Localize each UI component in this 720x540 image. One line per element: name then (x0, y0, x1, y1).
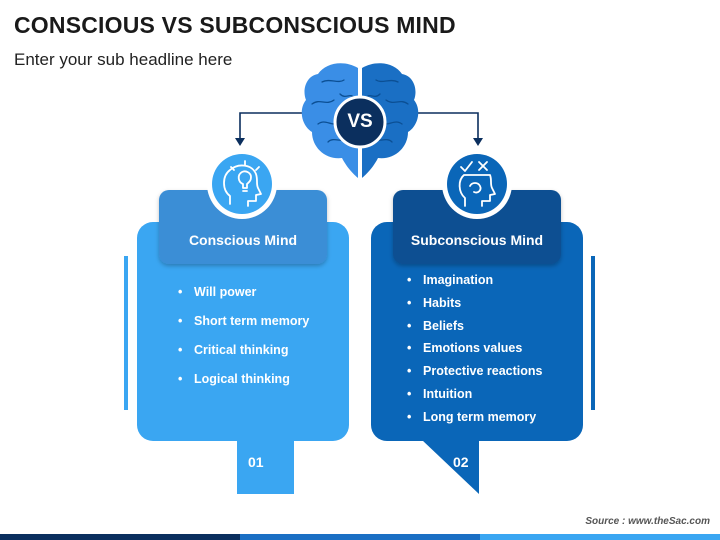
list-item: Beliefs (407, 319, 577, 342)
list-item: Critical thinking (178, 343, 343, 372)
list-item: Protective reactions (407, 364, 577, 387)
right-card-accent (591, 256, 595, 410)
page-subtitle: Enter your sub headline here (14, 50, 233, 69)
right-card-number: 02 (453, 454, 469, 470)
list-item: Imagination (407, 273, 577, 296)
right-card-list: Imagination Habits Beliefs Emotions valu… (407, 273, 577, 433)
left-card-tab-notch (237, 440, 294, 494)
bottom-band-dark (0, 534, 240, 540)
bottom-band-light (480, 534, 720, 540)
list-item: Will power (178, 285, 343, 314)
bottom-band-mid (240, 534, 480, 540)
left-card-accent (124, 256, 128, 410)
page-title: CONSCIOUS VS SUBCONSCIOUS MIND (14, 12, 456, 38)
right-card-tab (422, 440, 479, 494)
list-item: Emotions values (407, 341, 577, 364)
list-item: Long term memory (407, 410, 577, 433)
list-item: Habits (407, 296, 577, 319)
list-item: Intuition (407, 387, 577, 410)
left-card-header (159, 190, 327, 264)
list-item: Logical thinking (178, 372, 343, 401)
left-card-title: Conscious Mind (188, 232, 298, 248)
list-item: Short term memory (178, 314, 343, 343)
connector-right (416, 112, 479, 140)
head-check-cross-icon (458, 161, 496, 207)
connector-right-arrow (473, 138, 483, 146)
left-card-number: 01 (248, 454, 264, 470)
connector-left-arrow (235, 138, 245, 146)
source-credit: Source : www.theSac.com (585, 516, 710, 527)
connector-left (239, 112, 304, 140)
vs-badge (333, 95, 387, 149)
right-card-title: Subconscious Mind (410, 232, 544, 248)
head-lightbulb-icon (223, 160, 262, 207)
right-card-header (393, 190, 561, 264)
left-card-list: Will power Short term memory Critical th… (178, 285, 343, 401)
vs-label: VS (347, 111, 373, 132)
